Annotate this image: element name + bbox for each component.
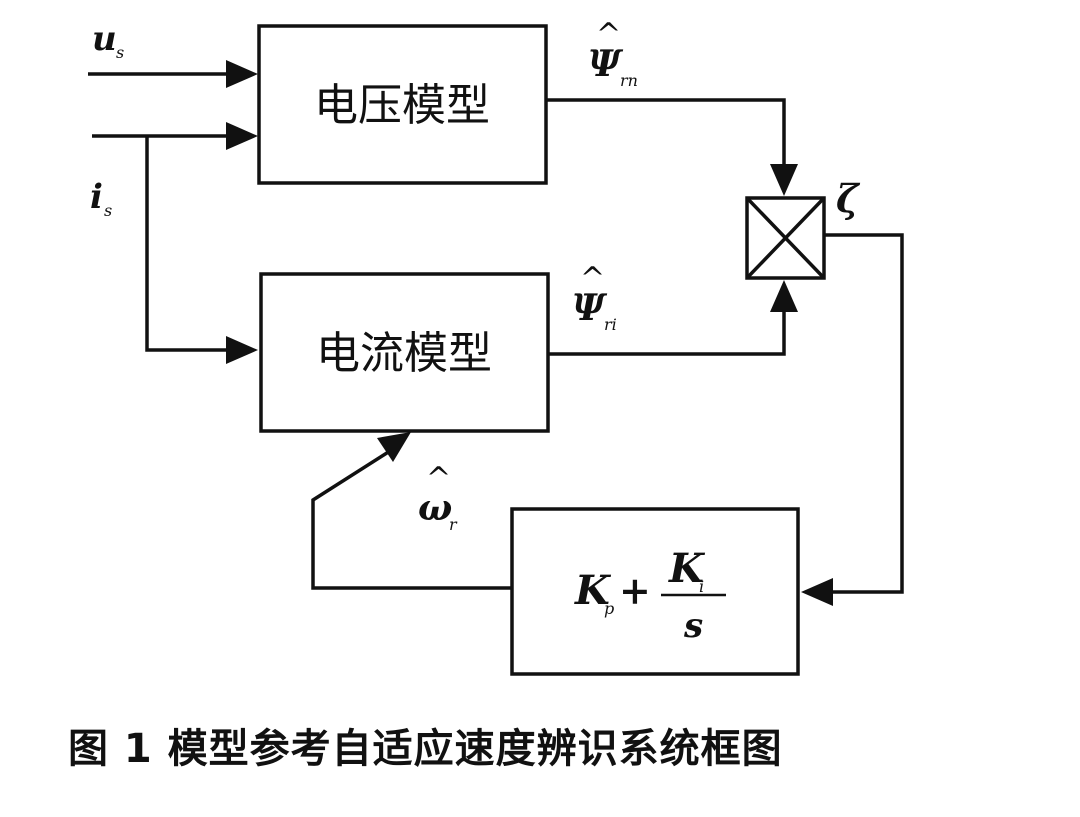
svg-text:rn: rn xyxy=(620,71,638,90)
omega-feedback-line xyxy=(311,449,512,590)
voltage-model-label: 电压模型 xyxy=(314,80,490,131)
omega-feedback-arrow xyxy=(377,432,411,462)
svg-text:s: s xyxy=(683,606,703,646)
error-feedback-arrow xyxy=(801,578,833,606)
svg-text:p: p xyxy=(604,599,614,618)
figure-caption: 图 1 模型参考自适应速度辨识系统框图 xyxy=(68,726,783,772)
svg-text:s: s xyxy=(104,201,112,220)
is-branch-arrow xyxy=(226,336,258,364)
svg-text:s: s xyxy=(116,43,124,62)
svg-text:Ψ: Ψ xyxy=(572,287,608,329)
svg-text:^: ^ xyxy=(580,261,605,296)
us-input-arrow xyxy=(226,60,258,88)
psi-rn-arrow xyxy=(770,164,798,196)
svg-text:ri: ri xyxy=(604,315,617,334)
is-branch-line xyxy=(145,136,230,352)
svg-text:i: i xyxy=(699,577,704,596)
psi-ri-label: ^ Ψ ri xyxy=(572,261,617,334)
psi-rn-line xyxy=(546,98,786,170)
svg-text:r: r xyxy=(449,515,458,534)
svg-text:Ψ: Ψ xyxy=(588,43,624,85)
voltage-model-block xyxy=(257,24,548,185)
svg-text:^: ^ xyxy=(596,17,621,52)
psi-ri-line xyxy=(548,306,786,356)
svg-text:u: u xyxy=(92,19,117,59)
psi-ri-arrow xyxy=(770,280,798,312)
psi-rn-label: ^ Ψ rn xyxy=(588,17,638,90)
svg-text:^: ^ xyxy=(426,461,451,496)
svg-text:ω: ω xyxy=(418,487,452,529)
pi-controller-block xyxy=(510,507,800,676)
error-zeta-label: ζ xyxy=(836,176,861,221)
omega-r-label: ^ ω r xyxy=(418,461,458,534)
pi-controller-formula: K p + K i s xyxy=(574,545,726,646)
svg-text:+: + xyxy=(619,568,651,613)
current-model-label: 电流模型 xyxy=(316,328,492,379)
multiplier-block xyxy=(745,196,826,280)
svg-text:K: K xyxy=(574,567,612,614)
current-model-block xyxy=(259,272,550,433)
svg-text:K: K xyxy=(668,545,706,592)
is-input-arrow xyxy=(226,122,258,150)
svg-text:i: i xyxy=(90,177,103,217)
error-feedback-line xyxy=(824,233,904,594)
input-us-label: u s xyxy=(92,19,124,62)
input-is-label: i s xyxy=(90,177,112,220)
